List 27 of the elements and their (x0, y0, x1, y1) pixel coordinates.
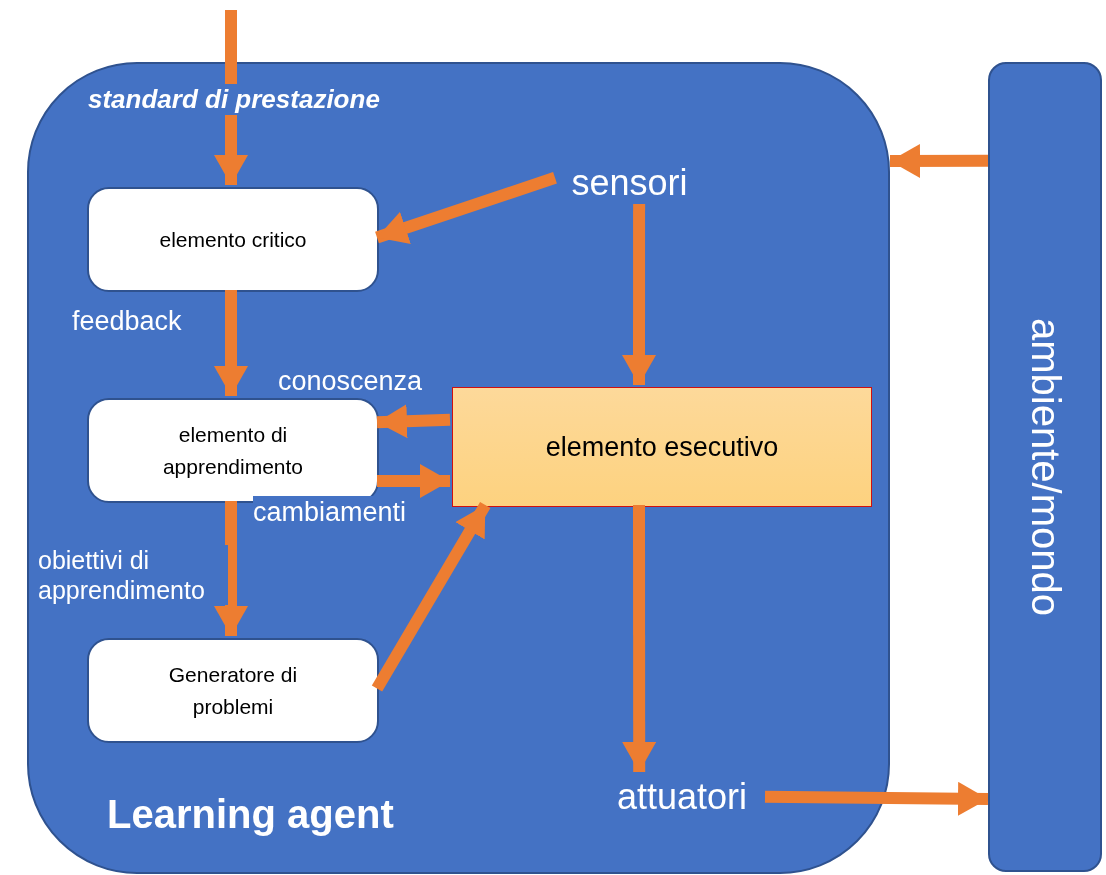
process-box (87, 638, 379, 743)
process-box (452, 387, 872, 507)
arrow (764, 781, 989, 816)
box-label: ambiente/mondo (1022, 318, 1068, 616)
environment-bar (988, 62, 1102, 872)
process-box (87, 187, 379, 292)
box-label: Generatore di problemi (167, 662, 299, 720)
edge-label: obiettivi di apprendimento (38, 545, 228, 605)
arrow (214, 501, 248, 636)
arrow (375, 172, 557, 245)
arrow (214, 290, 248, 396)
text-label: attuatori (597, 774, 767, 820)
arrow (890, 144, 989, 178)
agent-container (27, 62, 890, 874)
text-label: sensori (557, 160, 702, 206)
process-box (87, 398, 379, 503)
arrow (376, 404, 451, 439)
arrow (622, 505, 657, 772)
box-label: elemento esecutivo (545, 431, 779, 463)
arrow (214, 10, 248, 185)
box-label: elemento critico (159, 226, 307, 253)
edge-label: standard di prestazione (88, 84, 380, 116)
arrow (371, 501, 491, 692)
box-label: elemento di apprendimento (161, 422, 305, 480)
arrow (377, 464, 450, 498)
arrow (622, 204, 656, 385)
agent-title: Learning agent (107, 792, 394, 837)
